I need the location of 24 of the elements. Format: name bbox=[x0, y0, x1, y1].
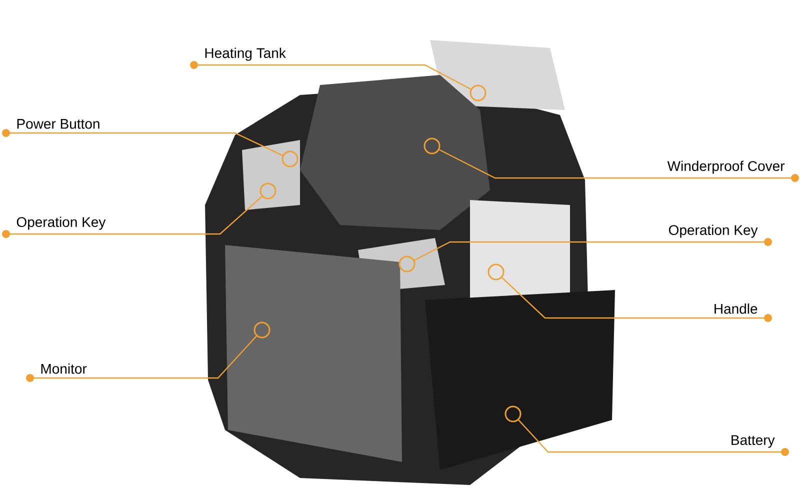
leader-line bbox=[26, 336, 257, 382]
target-circle bbox=[470, 84, 486, 102]
callout-label: Heating Tank bbox=[205, 48, 286, 61]
callout-label: Power Button bbox=[17, 119, 100, 129]
target-circle bbox=[398, 256, 416, 272]
leader-line bbox=[2, 196, 262, 238]
callout-label: Winderproof Cover bbox=[667, 160, 785, 174]
callout-label: Battery bbox=[732, 435, 775, 448]
leader-line bbox=[190, 61, 471, 90]
callout-label: Monitor bbox=[41, 364, 87, 374]
target-circle bbox=[254, 322, 270, 338]
leader-line bbox=[439, 149, 799, 182]
target-circle bbox=[504, 406, 522, 422]
leader-line bbox=[2, 129, 283, 156]
leader-line bbox=[414, 238, 772, 261]
callout-label: Handle bbox=[714, 304, 758, 314]
leader-line bbox=[502, 277, 772, 322]
target-circle bbox=[488, 264, 504, 280]
target-circle bbox=[424, 138, 440, 154]
target-circle bbox=[282, 150, 298, 168]
callout-label: Operation Key bbox=[668, 224, 758, 238]
callout-label: Operation Key bbox=[16, 216, 106, 230]
leader-line bbox=[518, 420, 789, 456]
target-circle bbox=[260, 182, 276, 200]
